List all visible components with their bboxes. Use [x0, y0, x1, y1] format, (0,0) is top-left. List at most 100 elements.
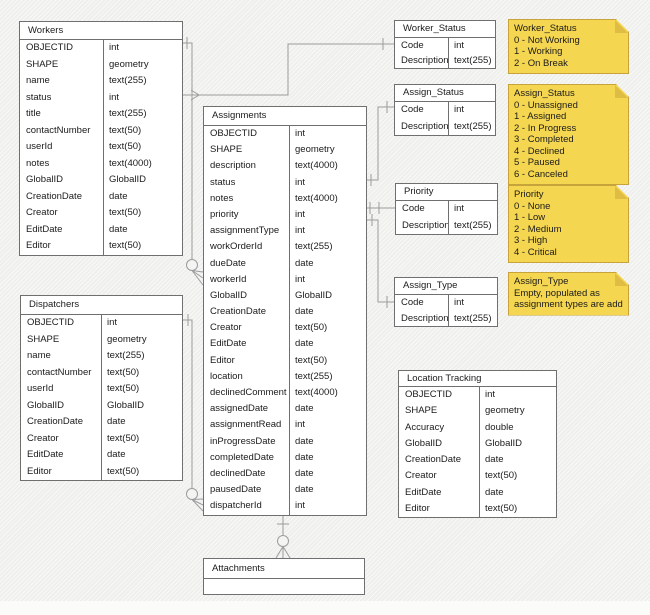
note-line: 2 - Medium [514, 223, 562, 235]
field-type: text(255) [103, 106, 182, 123]
field-type: int [448, 38, 495, 53]
field-name: EditDate [210, 338, 247, 350]
field-name: notes [26, 157, 50, 169]
field-name: dispatcherId [210, 500, 262, 512]
field-type: text(50) [289, 320, 366, 337]
field-type: date [289, 401, 366, 418]
field-type: text(255) [101, 348, 182, 365]
field-name: SHAPE [26, 58, 59, 70]
field-type: text(50) [289, 352, 366, 369]
field-name: Description [401, 120, 448, 132]
field-type: int [448, 201, 497, 218]
field-name: GlobalID [210, 289, 247, 301]
field-type: date [289, 255, 366, 272]
field-type: date [289, 304, 366, 321]
table-row [204, 579, 364, 594]
note-line: 6 - Canceled [514, 168, 568, 180]
field-name: declinedDate [210, 467, 266, 479]
field-name: EditDate [26, 223, 63, 235]
field-name: userId [26, 141, 53, 152]
note-line: 2 - On Break [514, 57, 568, 69]
zero-circle-icon [277, 535, 289, 547]
table-title: Dispatchers [21, 296, 182, 315]
zero-circle-icon [186, 488, 198, 500]
field-type: text(255) [448, 217, 497, 234]
field-type: int [289, 498, 366, 515]
field-type: text(255) [103, 73, 182, 90]
field-name: Description [401, 55, 448, 66]
field-name: Editor [27, 465, 52, 477]
note-title: Priority [514, 189, 544, 200]
field-type: date [103, 188, 182, 205]
field-type: text(50) [101, 364, 182, 381]
field-type: int [289, 126, 366, 143]
note-line: 0 - Unassigned [514, 99, 578, 111]
field-type: date [289, 449, 366, 466]
connector-workers-to-worker-status [183, 38, 394, 101]
table-row: OBJECTID int [204, 126, 366, 143]
table-row: SHAPE geometry [20, 56, 182, 73]
field-name: OBJECTID [210, 128, 257, 139]
table-row: name text(255) [20, 73, 182, 90]
field-type: text(4000) [289, 385, 366, 402]
field-type: int [289, 271, 366, 288]
field-type: date [101, 414, 182, 431]
field-name: status [26, 91, 52, 103]
connector-dispatchers-to-assignments [183, 314, 204, 512]
field-name: dueDate [210, 257, 246, 269]
table-title: Assign_Status [395, 85, 495, 102]
field-name: name [26, 75, 50, 86]
field-type: text(4000) [289, 158, 366, 175]
field-type: text(255) [448, 310, 497, 326]
field-name: OBJECTID [26, 42, 73, 53]
field-name: workOrderId [210, 241, 263, 253]
note-line: Empty, populated as [514, 287, 600, 299]
field-name: Editor [210, 354, 235, 366]
field-name: EditDate [27, 449, 64, 460]
field-type: geometry [103, 56, 182, 73]
open-arrow-icon [190, 89, 200, 101]
field-type: text(50) [101, 381, 182, 398]
entity-table-attachments[interactable]: Attachments [203, 558, 365, 595]
field-type: text(255) [289, 239, 366, 256]
field-name: Description [401, 312, 448, 324]
bottom-margin-strip [0, 601, 650, 615]
